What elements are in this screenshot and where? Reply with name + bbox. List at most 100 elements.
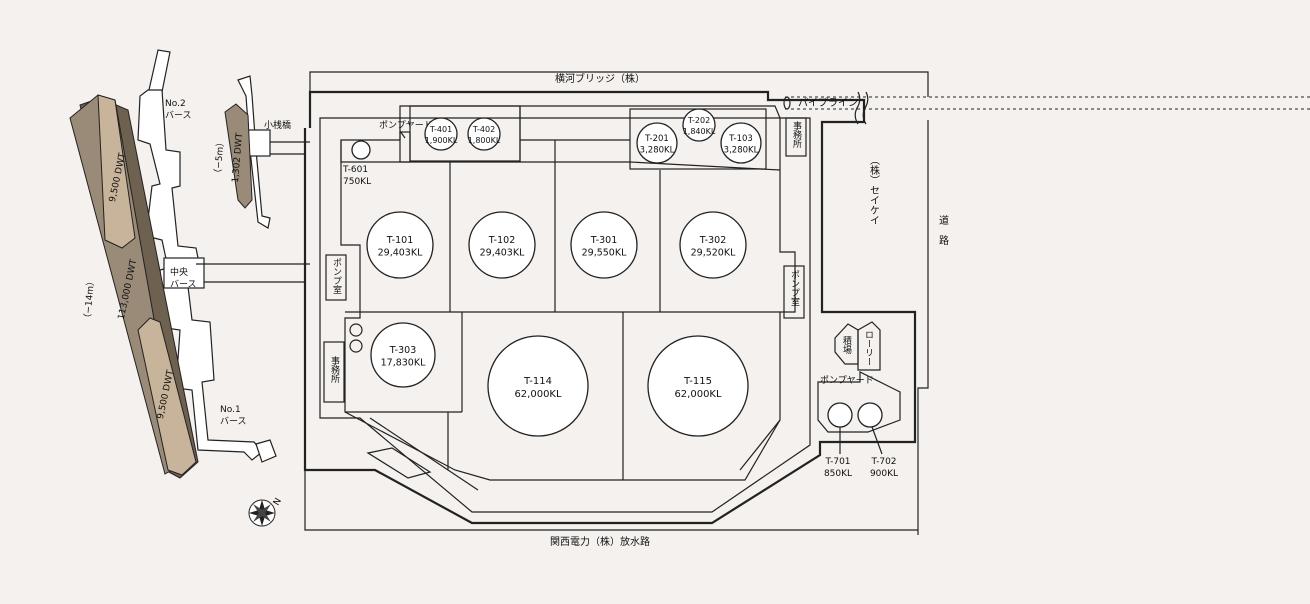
- lorry-label: ローリー: [863, 330, 873, 366]
- jetty-structure: [137, 49, 310, 463]
- office-right: [785, 117, 807, 157]
- berth-center-line2: バース: [170, 279, 197, 290]
- pump-yard-leader: [399, 130, 406, 139]
- small-tanker-dwt: 1,302 DWT: [231, 132, 245, 183]
- tank-circle: [366, 211, 434, 279]
- inner-site-boundary: [319, 117, 811, 513]
- tank-id-label: T-101: [386, 235, 414, 246]
- tank-t-102: T-102 29,403KL: [468, 211, 536, 279]
- small-tank-a: [349, 323, 363, 337]
- tank-t-302: T-302 29,520KL: [679, 211, 747, 279]
- tank-t-202: T-202 1,840KL: [682, 108, 716, 142]
- jetty-main-walkway: [137, 89, 263, 461]
- office-right-label: 事務所: [791, 120, 802, 149]
- right-road-line: [917, 120, 929, 535]
- compass-icon: N: [248, 497, 284, 527]
- tank-circle: [857, 402, 883, 428]
- tank-id-label: T-302: [699, 235, 727, 246]
- tank-circle: [647, 335, 749, 437]
- lower-boundary-line: [304, 470, 918, 531]
- tank-circle: [370, 322, 436, 388]
- tank-circle: [682, 108, 716, 142]
- tank-capacity-label: 1,800KL: [468, 136, 501, 145]
- tank-id-label: T-202: [687, 116, 710, 125]
- tank-capacity-label: 17,830KL: [381, 358, 426, 369]
- compass-north-label: N: [272, 497, 284, 508]
- berth-no2-line2: バース: [165, 110, 192, 121]
- berth-center-line1: 中央: [170, 266, 188, 278]
- tank-t-702: T-702 900KL: [857, 402, 898, 479]
- tank-id-label: T-201: [644, 134, 669, 144]
- tank-id-label: T-401: [429, 125, 452, 134]
- small-pier-platform: [247, 129, 271, 157]
- right-pump-yard-area: [817, 371, 901, 433]
- small-tank-b: [349, 339, 363, 353]
- small-pier-label: 小桟橋: [264, 119, 291, 131]
- tank-id-label: T-115: [683, 376, 712, 387]
- tank-capacity-label: 1,900KL: [425, 136, 458, 145]
- tank-capacity-label: 750KL: [343, 177, 371, 187]
- tank-yard-grid: [345, 106, 781, 491]
- lower-left-structure: [366, 447, 432, 479]
- channel-label: 関西電力（株）放水路: [550, 535, 650, 548]
- tank-capacity-label: 62,000KL: [674, 389, 722, 400]
- tank-capacity-label: 1,840KL: [683, 127, 716, 136]
- small-tanker: [224, 103, 253, 209]
- main-site-boundary: [303, 90, 917, 525]
- small-depth-label: （−5m）: [212, 137, 226, 178]
- tank-id-label: T-303: [389, 345, 417, 356]
- tank-capacity-label: 29,403KL: [378, 248, 423, 259]
- tank-circle: [679, 211, 747, 279]
- tank-circle: [487, 335, 589, 437]
- pump-room-left-label: ポンプ室: [331, 258, 342, 294]
- tank-circle: [570, 211, 638, 279]
- upper-tanker: [97, 94, 136, 249]
- tank-id-label: T-102: [488, 235, 516, 246]
- berth-no1-line1: No.1: [220, 405, 241, 415]
- large-depth-label: （−14m）: [82, 277, 97, 324]
- tank-t-401: T-401 1,900KL: [424, 117, 458, 151]
- jetty-south-head: [255, 439, 277, 463]
- tank-t-101: T-101 29,403KL: [366, 211, 434, 279]
- tank-id-label: T-702: [870, 457, 896, 467]
- t601-frame: [340, 140, 360, 163]
- tank-id-label: T-701: [824, 457, 850, 467]
- pump-yard-box: [399, 131, 411, 163]
- pump-yard-right-label: ポンプヤード: [820, 375, 874, 386]
- tank-t-115: T-115 62,000KL: [647, 335, 749, 437]
- tank-leader-line: [871, 426, 883, 455]
- road-label: 道路: [937, 214, 949, 255]
- center-berth-platform: [163, 257, 205, 289]
- tank-circle: [636, 122, 678, 164]
- tank-id-label: T-103: [728, 134, 753, 144]
- pump-room-left: [325, 254, 347, 301]
- tank-capacity-label: 850KL: [824, 469, 852, 479]
- tank-id-label: T-601: [342, 165, 368, 175]
- tank-circle: [468, 211, 536, 279]
- tank-t-303: T-303 17,830KL: [370, 322, 436, 388]
- pump-yard-top-label: ポンプヤード: [379, 120, 433, 131]
- berth-no2-line1: No.2: [165, 99, 186, 109]
- office-left: [323, 341, 345, 403]
- tank-capacity-label: 900KL: [870, 469, 898, 479]
- pump-room-right-label: ポンプ室: [789, 270, 800, 306]
- tank-t-701: T-701 850KL: [824, 402, 853, 479]
- tank-id-label: T-402: [472, 125, 495, 134]
- tank-capacity-label: 62,000KL: [514, 389, 562, 400]
- lorry-area: [857, 321, 881, 371]
- lower-tanker: [137, 317, 197, 476]
- pump-room-right: [783, 265, 805, 319]
- berth-no1-line2: バース: [220, 416, 247, 427]
- tank-capacity-label: 3,280KL: [724, 146, 759, 156]
- tank-t-402: T-402 1,800KL: [467, 117, 501, 151]
- tank-id-label: T-114: [523, 376, 552, 387]
- tank-id-label: T-301: [590, 235, 618, 246]
- tank-circle: [351, 140, 371, 160]
- tank-capacity-label: 29,520KL: [691, 248, 736, 259]
- tank-circle: [424, 117, 458, 151]
- loading-label: 積場: [841, 335, 852, 355]
- pipeline-end: [783, 96, 791, 110]
- tank-capacity-label: 29,403KL: [480, 248, 525, 259]
